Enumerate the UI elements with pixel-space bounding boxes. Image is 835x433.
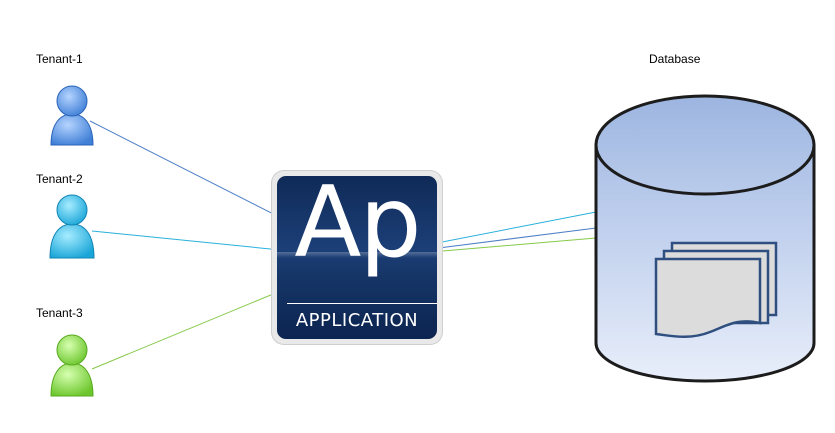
documents-icon xyxy=(654,241,778,338)
tenant-2-user-icon xyxy=(49,194,95,259)
logo-glow xyxy=(277,252,437,258)
tenant-3-label: Tenant-3 xyxy=(36,306,83,320)
database-icon xyxy=(594,94,816,383)
application-logo-panel: Ap APPLICATION xyxy=(277,176,437,339)
application-logo: Ap APPLICATION xyxy=(272,171,442,344)
database-label: Database xyxy=(649,52,701,66)
tenant-1-label: Tenant-1 xyxy=(36,52,83,66)
application-logo-text: Ap xyxy=(294,176,421,280)
tenant-1-user-icon xyxy=(50,85,94,146)
tenant-2-label: Tenant-2 xyxy=(36,172,83,186)
tenant-3-user-icon xyxy=(50,334,94,397)
application-name: APPLICATION xyxy=(295,310,419,331)
logo-divider xyxy=(287,303,437,304)
